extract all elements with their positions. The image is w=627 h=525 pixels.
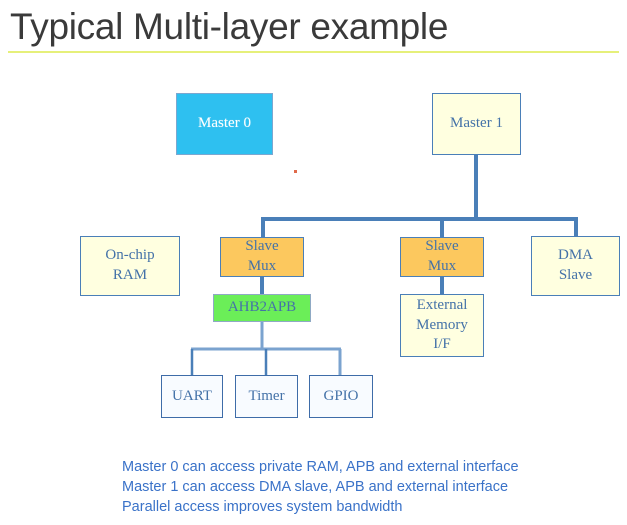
caption-line-2: Master 1 can access DMA slave, APB and e… — [122, 479, 509, 495]
node-uart[interactable]: UART — [161, 375, 223, 418]
node-master-0-label: Master 0 — [198, 115, 251, 132]
node-ahb2apb-bridge[interactable]: AHB2APB — [213, 294, 311, 322]
node-slave-mux-right[interactable]: Slave Mux — [400, 237, 484, 277]
node-on-chip-ram[interactable]: On-chip RAM — [80, 236, 180, 296]
node-on-chip-ram-label: On-chip RAM — [81, 246, 179, 286]
node-external-memory-line3: I/F — [433, 336, 451, 353]
node-timer[interactable]: Timer — [235, 375, 298, 418]
title-underline-rule — [8, 51, 619, 53]
node-external-memory-line2: Memory — [416, 316, 468, 333]
page-title: Typical Multi-layer example — [10, 6, 449, 47]
caption-line-1: Master 0 can access private RAM, APB and… — [122, 459, 519, 475]
node-slave-mux-right-line1: Slave — [425, 238, 459, 255]
node-slave-mux-left[interactable]: Slave Mux — [220, 237, 304, 277]
node-gpio-label: GPIO — [323, 387, 359, 404]
node-uart-label: UART — [172, 387, 212, 404]
node-master-1-label: Master 1 — [450, 115, 503, 132]
node-on-chip-ram-line1: On-chip — [105, 247, 155, 264]
node-dma-slave-label: DMA Slave — [532, 246, 619, 286]
caption-line-3: Parallel access improves system bandwidt… — [122, 499, 403, 515]
node-slave-mux-left-label: Slave Mux — [221, 237, 303, 277]
node-dma-slave-line2: Slave — [558, 267, 593, 283]
node-dma-slave-line1: DMA — [557, 247, 593, 264]
node-external-memory-interface[interactable]: External Memory I/F — [400, 294, 484, 357]
node-slave-mux-left-line2: Mux — [247, 258, 277, 274]
stray-dot-artifact — [294, 170, 297, 173]
node-on-chip-ram-line2: RAM — [112, 267, 148, 283]
node-slave-mux-left-line1: Slave — [245, 238, 279, 255]
node-dma-slave[interactable]: DMA Slave — [531, 236, 620, 296]
node-master-1[interactable]: Master 1 — [432, 93, 521, 155]
caption-block: Master 0 can access private RAM, APB and… — [122, 457, 592, 517]
node-ahb2apb-bridge-label: AHB2APB — [227, 299, 297, 316]
node-slave-mux-right-line2: Mux — [427, 258, 457, 274]
node-external-memory-line1: External — [416, 296, 468, 313]
node-slave-mux-right-label: Slave Mux — [401, 237, 483, 277]
node-timer-label: Timer — [248, 387, 285, 404]
node-external-memory-interface-label: External Memory I/F — [401, 296, 483, 355]
node-gpio[interactable]: GPIO — [309, 375, 373, 418]
node-master-0[interactable]: Master 0 — [176, 93, 273, 155]
